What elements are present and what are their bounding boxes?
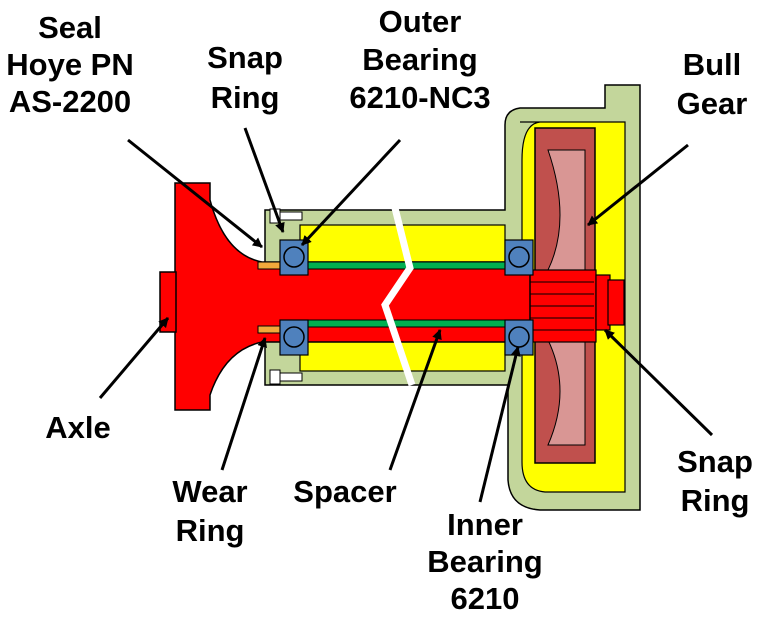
label-wear-ring-line1: Wear [172,474,247,509]
leader-snap-ring-right [603,328,714,437]
leader-outer-bearing [300,138,402,247]
label-snap-ring-right: Snap Ring [677,444,753,518]
label-snap-ring-left: Snap Ring [207,40,283,115]
leader-inner-bearing [478,346,521,503]
label-inner-bearing-line3: 6210 [451,581,520,616]
leader-snap-ring-left [243,127,285,233]
label-spacer: Spacer [293,474,396,509]
label-seal-line1: Seal [38,10,102,45]
label-axle-line1: Axle [45,410,110,445]
leader-spacer [388,329,442,471]
leader-wear-ring [220,337,267,471]
leader-axle [98,317,170,399]
label-snap-ring-right-line1: Snap [677,444,753,479]
break-line [381,207,416,387]
label-outer-bearing: Outer Bearing 6210-NC3 [349,4,490,115]
bull-gear [527,127,597,464]
label-snap-ring-right-line2: Ring [681,483,750,518]
label-wear-ring-line2: Ring [176,513,245,548]
label-outer-bearing-line1: Outer [379,4,462,39]
label-inner-bearing-line1: Inner [447,507,523,542]
label-inner-bearing: Inner Bearing 6210 [427,507,542,616]
label-snap-ring-left-line1: Snap [207,40,283,75]
leader-lines [98,127,714,503]
label-seal-line2: Hoye PN [6,47,133,82]
label-axle: Axle [45,410,110,445]
label-seal: Seal Hoye PN AS-2200 [6,10,133,119]
label-bull-gear-line2: Gear [677,86,748,121]
leader-bull-gear [587,143,689,227]
label-seal-line3: AS-2200 [9,84,131,119]
label-outer-bearing-line2: Bearing [362,42,477,77]
label-bull-gear-line1: Bull [683,47,742,82]
label-inner-bearing-line2: Bearing [427,544,542,579]
leader-seal [127,138,263,249]
label-outer-bearing-line3: 6210-NC3 [349,80,490,115]
label-snap-ring-left-line2: Ring [211,80,280,115]
label-spacer-line1: Spacer [293,474,396,509]
label-bull-gear: Bull Gear [677,47,748,121]
label-wear-ring: Wear Ring [172,474,247,548]
ball-bearing-icon [279,239,534,356]
